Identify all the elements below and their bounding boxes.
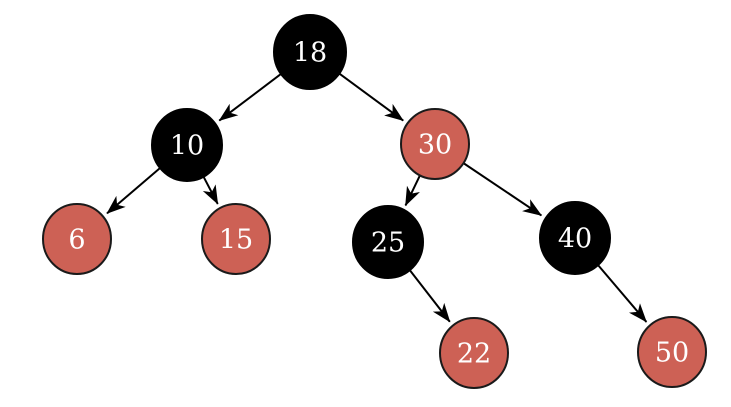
node-label-40: 40 [558, 224, 592, 255]
tree-node-25[interactable]: 25 [352, 205, 424, 279]
node-label-18: 18 [293, 38, 327, 69]
node-shape-40[interactable] [539, 201, 611, 275]
tree-edge [201, 174, 219, 205]
node-shape-15[interactable] [201, 203, 271, 275]
node-label-25: 25 [371, 228, 405, 259]
node-label-15: 15 [219, 225, 253, 256]
tree-edge [106, 166, 163, 215]
tree-node-50[interactable]: 50 [637, 316, 707, 388]
node-label-22: 22 [457, 339, 491, 370]
tree-node-40[interactable]: 40 [539, 201, 611, 275]
node-shape-10[interactable] [151, 108, 223, 182]
node-label-6: 6 [68, 225, 85, 256]
edges-layer [106, 71, 648, 323]
node-label-50: 50 [655, 338, 689, 369]
tree-node-18[interactable]: 18 [273, 14, 347, 90]
node-shape-6[interactable] [42, 203, 112, 275]
tree-edge [407, 267, 451, 323]
node-shape-25[interactable] [352, 205, 424, 279]
node-shape-50[interactable] [637, 316, 707, 388]
tree-edge [337, 71, 404, 122]
tree-node-30[interactable]: 30 [400, 108, 470, 180]
tree-node-22[interactable]: 22 [439, 317, 509, 389]
tree-edge [218, 72, 284, 122]
tree-node-10[interactable]: 10 [151, 108, 223, 182]
tree-edge [461, 161, 543, 217]
tree-edge [404, 172, 422, 207]
node-shape-18[interactable] [273, 14, 347, 90]
node-label-30: 30 [418, 130, 452, 161]
node-shape-22[interactable] [439, 317, 509, 389]
tree-edge [595, 262, 648, 323]
node-shape-30[interactable] [400, 108, 470, 180]
tree-node-15[interactable]: 15 [201, 203, 271, 275]
tree-node-6[interactable]: 6 [42, 203, 112, 275]
nodes-layer: 18 10 30 6 15 25 40 22 50 [42, 14, 707, 389]
node-label-10: 10 [170, 131, 204, 162]
